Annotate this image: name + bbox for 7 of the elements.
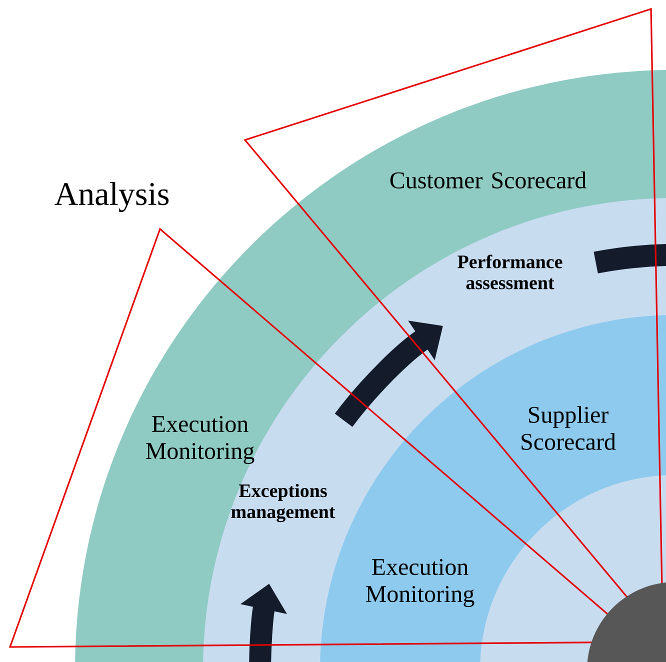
ring-label: Analysis	[54, 182, 169, 212]
ring-label: Execution Monitoring	[366, 558, 474, 608]
ring-label: Execution Monitoring	[146, 416, 254, 464]
ring-label: Customer Scorecard	[390, 172, 586, 188]
ring-label: Exceptions management	[231, 484, 336, 522]
ring-label: Supplier Scorecard	[522, 406, 616, 450]
ring-label: Performance assessment	[458, 254, 562, 290]
